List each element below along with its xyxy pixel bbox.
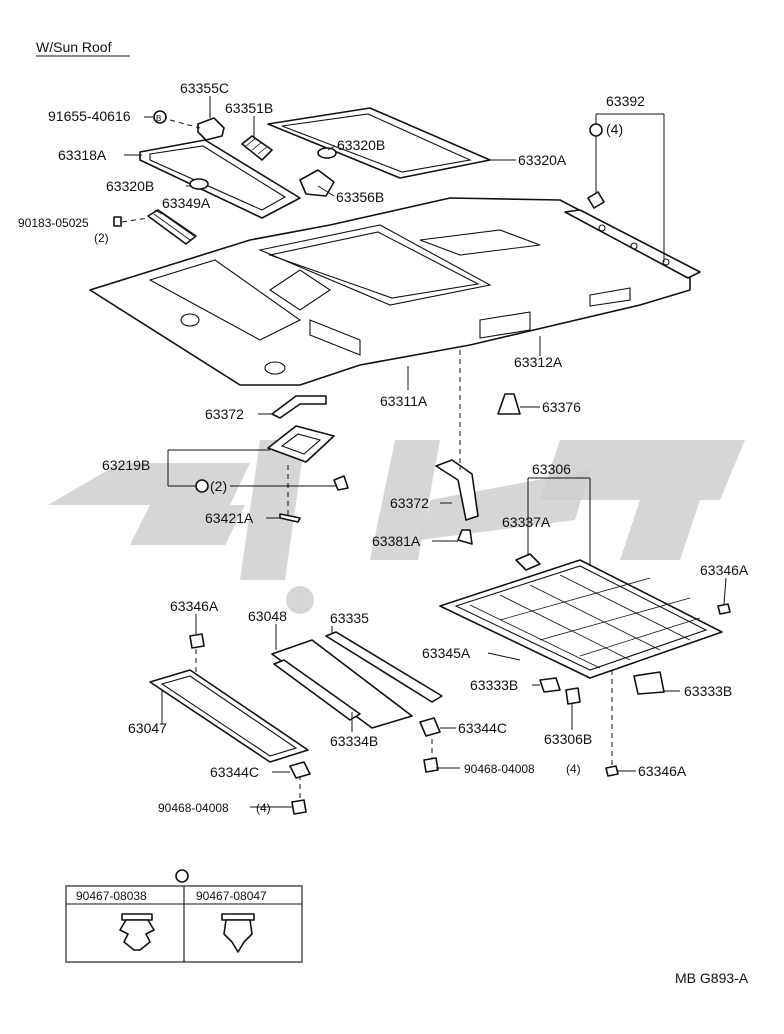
label-63392-qty: (4) <box>606 121 623 137</box>
label-63320b-top: 63320B <box>337 137 385 153</box>
part-63346a-right <box>717 603 731 615</box>
label-63376: 63376 <box>542 399 581 415</box>
part-90468-mid <box>423 757 439 773</box>
clip-08047-icon <box>221 913 255 953</box>
label-63346a-left: 63346A <box>170 598 219 614</box>
label-63345a: 63345A <box>422 645 471 661</box>
label-63372-mid: 63372 <box>390 495 429 511</box>
part-63381a <box>457 529 473 545</box>
part-63346a-bottom <box>605 765 619 777</box>
part-63351b-block <box>241 135 273 161</box>
part-63219b-marker <box>195 479 209 493</box>
part-63349a-mesh <box>147 209 197 245</box>
part-63311a-headliner <box>89 197 691 386</box>
guide-line-90183 <box>121 217 149 223</box>
part-63318a-frame <box>139 139 301 219</box>
part-63372-top <box>271 395 327 419</box>
label-63334b: 63334B <box>330 733 378 749</box>
clip-08038-icon <box>119 913 155 951</box>
part-63392-rail <box>564 209 701 279</box>
label-63346a-right: 63346A <box>700 562 749 578</box>
part-63333b-left <box>539 677 561 693</box>
label-63355c: 63355C <box>180 80 229 96</box>
watermark <box>48 440 745 614</box>
label-63306b: 63306B <box>544 731 592 747</box>
part-63392-marker <box>589 123 603 137</box>
label-63048: 63048 <box>248 608 287 624</box>
label-63219b-qty: (2) <box>210 478 227 494</box>
part-63344c-left <box>289 761 311 779</box>
label-63337a: 63337A <box>502 514 551 530</box>
label-63344c-left: 63344C <box>210 764 259 780</box>
label-63356b: 63356B <box>336 189 384 205</box>
part-63356b <box>299 169 335 197</box>
part-90468-left <box>291 799 307 815</box>
label-63335: 63335 <box>330 610 369 626</box>
part-63306-sunshade-frame <box>439 559 723 679</box>
label-63333b-left: 63333B <box>470 677 518 693</box>
label-90183-qty: (2) <box>94 231 109 245</box>
part-90183-clip <box>113 216 122 227</box>
label-63306: 63306 <box>532 461 571 477</box>
label-63372-top: 63372 <box>205 406 244 422</box>
part-63372-mid <box>435 459 479 521</box>
diagram-title: W/Sun Roof <box>36 39 112 55</box>
part-63355c-clip <box>197 117 225 141</box>
label-63333b-right: 63333B <box>684 683 732 699</box>
part-63334b-rail <box>273 659 361 721</box>
part-63392-clip <box>587 191 605 209</box>
label-91655-40616: 91655-40616 <box>48 108 131 124</box>
svg-text:B: B <box>156 114 161 123</box>
legend-col2: 90467-08047 <box>196 889 267 903</box>
part-63376-clip <box>497 393 521 415</box>
label-90468-mid-qty: (4) <box>566 762 581 776</box>
part-labels: 91655-40616 63355C 63351B 63318A 63320B … <box>18 80 749 815</box>
part-63306b <box>565 687 581 705</box>
part-63320b-top <box>317 147 337 159</box>
part-63047-panel <box>149 669 309 763</box>
legend-marker <box>175 869 189 883</box>
part-63346a-left <box>189 633 205 649</box>
clip-legend-table: 90467-08038 90467-08047 <box>65 869 303 963</box>
part-63333b-right <box>633 671 665 695</box>
part-63344c-mid <box>419 717 441 737</box>
label-63421a: 63421A <box>205 510 254 526</box>
label-90468-mid: 90468-04008 <box>464 762 535 776</box>
part-63335-rail <box>325 631 443 703</box>
label-90183-05025: 90183-05025 <box>18 216 89 230</box>
part-63219b-screw <box>333 475 349 491</box>
part-63219b-lamp <box>267 425 335 463</box>
label-63392: 63392 <box>606 93 645 109</box>
label-63381a: 63381A <box>372 533 421 549</box>
label-63320b-left: 63320B <box>106 178 154 194</box>
part-63337a <box>515 553 541 571</box>
label-63311a: 63311A <box>380 393 428 409</box>
label-63312a: 63312A <box>514 354 563 370</box>
label-63346a-bottom: 63346A <box>638 763 687 779</box>
part-63421a <box>279 513 301 523</box>
diagram-code: MB G893-A <box>675 970 749 986</box>
label-90468-left: 90468-04008 <box>158 801 229 815</box>
leader-lines <box>124 96 727 808</box>
label-63351b: 63351B <box>225 100 273 116</box>
legend-col1: 90467-08038 <box>76 889 147 903</box>
label-63349a: 63349A <box>162 195 211 211</box>
label-90468-left-qty: (4) <box>256 801 271 815</box>
part-63320b-left <box>189 178 209 190</box>
label-63320a: 63320A <box>518 152 567 168</box>
guide-line-91655 <box>169 119 201 129</box>
label-63318a: 63318A <box>58 147 107 163</box>
label-63219b: 63219B <box>102 457 150 473</box>
label-63047: 63047 <box>128 720 167 736</box>
label-63344c-mid: 63344C <box>458 720 507 736</box>
